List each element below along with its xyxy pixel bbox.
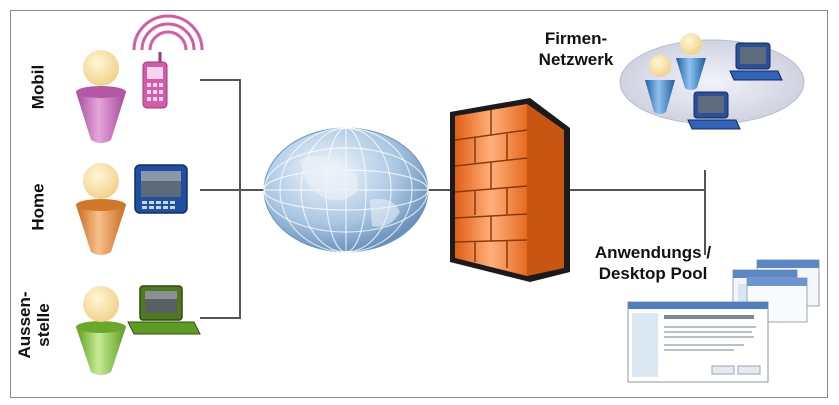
mobile-phone-icon [132, 14, 204, 109]
company-person-1 [676, 33, 706, 90]
label-home: Home [28, 183, 48, 231]
label-mobil: Mobil [28, 64, 48, 110]
label-aussenstelle: Aussen- stelle [15, 291, 53, 358]
label-desktop-pool: Anwendungs / Desktop Pool [578, 242, 728, 284]
label-pool-line2: Desktop Pool [598, 264, 708, 283]
firewall-icon [450, 98, 570, 282]
desktop-icon [729, 42, 783, 81]
company-network-group [619, 33, 805, 130]
desktop-icon [687, 91, 741, 130]
laptop-icon [127, 285, 201, 335]
label-firmen-line2: Netzwerk [538, 50, 614, 69]
label-pool-line1: Anwendungs / [594, 243, 712, 262]
label-firmen-netzwerk: Firmen- Netzwerk [516, 28, 636, 70]
globe-icon [263, 127, 429, 253]
person-mobil [76, 50, 126, 143]
person-home [76, 163, 126, 255]
label-aussenstelle-line1: Aussen- [15, 291, 34, 359]
person-aussenstelle [76, 286, 126, 375]
company-person-2 [645, 55, 675, 114]
desktop-pool-windows [627, 259, 820, 383]
window-screenshot-icon [627, 301, 769, 383]
tablet-icon [134, 164, 188, 214]
label-aussenstelle-line2: stelle [34, 303, 53, 347]
connector-lines [200, 79, 706, 319]
label-firmen-line1: Firmen- [544, 29, 608, 48]
